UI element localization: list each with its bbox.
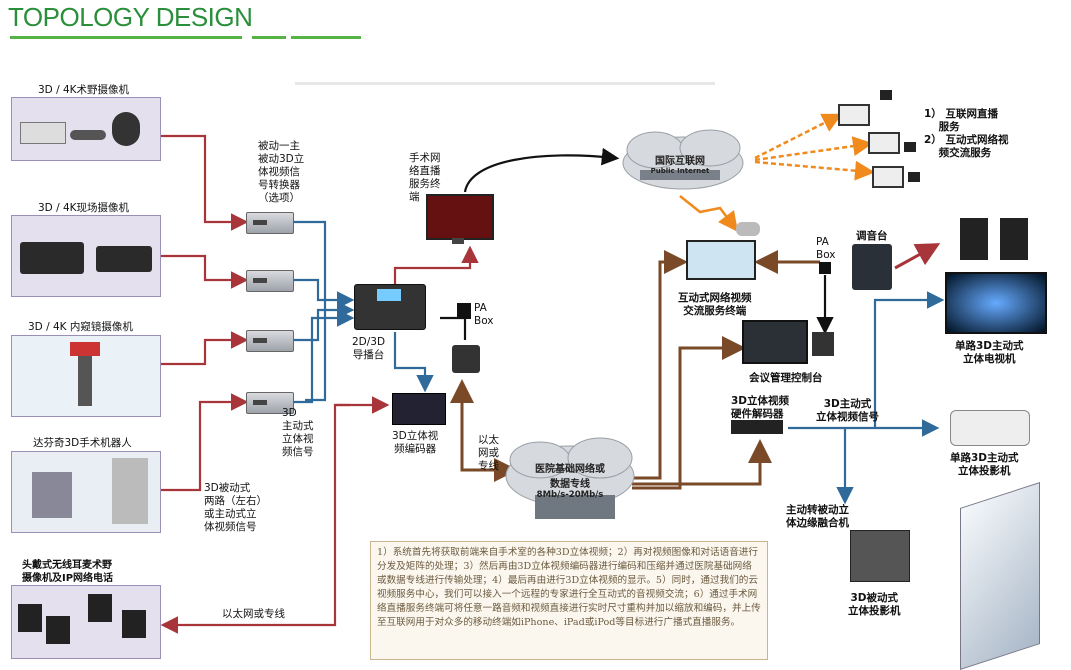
page-title: TOPOLOGY DESIGN [8,2,253,32]
laptop-icon [868,132,900,154]
onsite-camera-image [11,215,161,297]
pa-box-right-label: PA Box [816,236,836,261]
pa-box-right [819,262,831,274]
camera-label-davinci: 达芬奇3D手术机器人 [33,437,132,449]
video-camera-icon [736,222,760,236]
camera-label-onsite: 3D / 4K现场摄像机 [38,202,130,214]
camera-label-headset: 头戴式无线耳麦术野 摄像机及IP网络电话 [22,560,114,584]
converter-box [246,270,294,292]
projector-label: 单路3D主动式 立体投影机 [950,452,1019,477]
passive-projector-label: 3D被动式 立体投影机 [848,592,901,617]
active-3d-signal-label: 3D 主动式 立体视 频信号 [282,407,314,458]
pa-box-left [457,303,471,319]
services-list: 1） 互联网直播 服务 2） 互动式网络视 频交流服务 [924,108,1009,159]
converter-label: 被动一主 被动3D立 体视频信 号转换器 （选项） [258,140,305,204]
phone-icon [880,90,892,100]
ip-phone-icon [452,345,480,373]
hospital-cloud-bandwidth: 8Mb/s-20Mb/s [536,490,604,500]
active-signal-label: 3D主动式 立体视频信号 [816,398,879,423]
tv-label: 单路3D主动式 立体电视机 [955,340,1024,365]
decoder-label: 3D立体视频 硬件解码器 [731,395,790,420]
internet-cloud: 国际互联网 Public Internet [630,152,730,175]
hospital-cloud-line2: 数据专线 [550,479,590,490]
davinci-robot-image [11,451,161,533]
title-underline-seg [291,36,361,39]
mixer-label: 调音台 [856,230,888,242]
switcher-device [354,284,426,330]
speaker-icon [960,218,988,260]
control-console-label: 会议管理控制台 [749,372,823,384]
projection-screen [960,482,1040,670]
stream-monitor [426,194,494,240]
ethernet-vertical-label: 以太 网或 专线 [478,434,499,472]
panel-edge [295,82,715,85]
surgical-field-camera-image [11,97,161,161]
decoder-device [731,420,783,434]
encoder-label: 3D立体视 频编码器 [392,430,439,455]
description-box: 1）系统首先将获取前端来自手术室的各种3D立体视频；2）再对视频图像和对话语音进… [370,541,768,660]
converter-box [246,392,294,414]
speaker-icon [1000,218,1028,260]
projector-device [950,410,1030,446]
stream-terminal-label: 手术网 络直播 服务终 端 [409,152,441,203]
passive-3d-signal-label: 3D被动式 两路（左右） 或主动式立 体视频信号 [204,482,267,533]
laptop-icon [872,166,904,188]
converter-box [246,330,294,352]
ip-phone-icon [812,332,834,356]
endoscope-camera-image [11,335,161,417]
pa-box-left-label: PA Box [474,302,494,327]
switcher-label: 2D/3D 导播台 [352,336,386,361]
title-underline-seg [252,36,286,39]
camera-label-endoscope: 3D / 4K 内窥镜摄像机 [28,321,133,333]
converter-box [246,212,294,234]
phone-icon [908,172,920,182]
title-underline [10,36,242,39]
passive-projector-stack [850,530,910,582]
camera-label-surgical-field: 3D / 4K术野摄像机 [38,84,130,96]
headset-phone-image [11,585,161,659]
interactive-terminal-label: 互动式网络视频 交流服务终端 [678,292,752,317]
ethernet-label-bottom: 以太网或专线 [222,608,285,620]
console-monitor [742,320,808,364]
laptop-icon [838,104,870,126]
interactive-terminal-monitor [686,240,756,280]
hospital-network-cloud: 医院基础网络或 数据专线 8Mb/s-20Mb/s [515,460,625,500]
internet-cloud-line1: 国际互联网 [655,156,705,167]
internet-cloud-line2: Public Internet [650,167,710,175]
phone-icon [904,142,916,152]
audio-mixer [852,244,892,290]
monitor-stand [452,238,464,244]
hospital-cloud-line1: 医院基础网络或 [535,464,605,475]
encoder-device [392,393,446,425]
edge-blend-label: 主动转被动立 体边缘融合机 [786,504,849,529]
3d-tv [945,272,1047,334]
